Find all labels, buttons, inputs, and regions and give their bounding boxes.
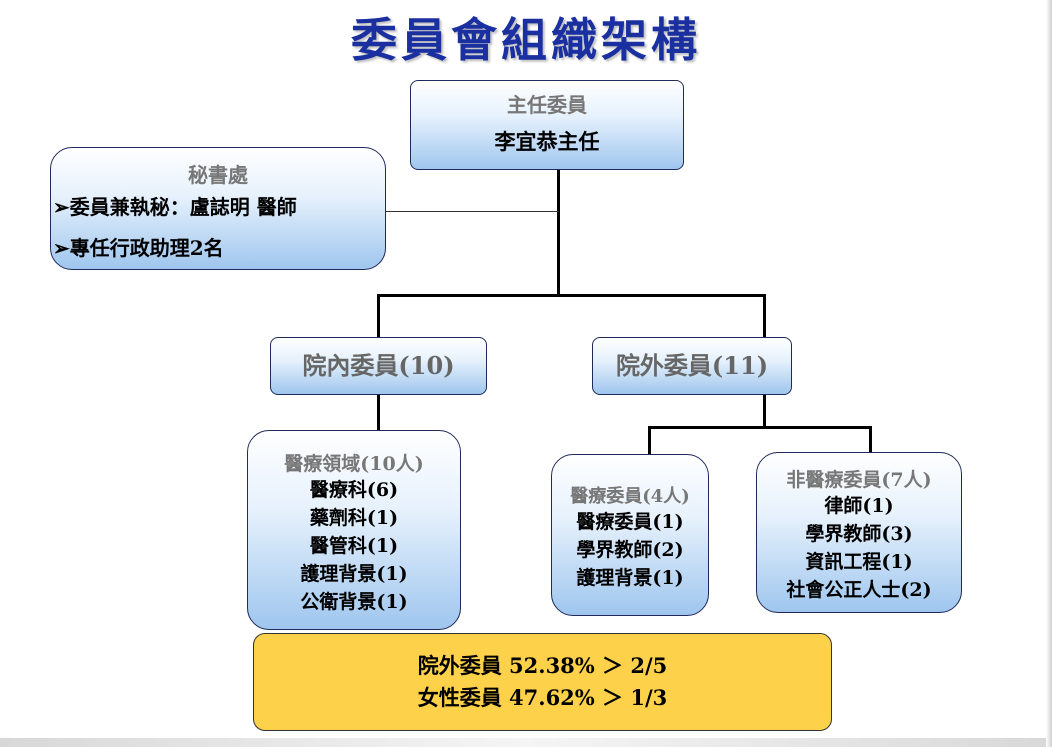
detail-row: 護理背景(1) [576, 567, 684, 589]
external-nonmedical-box: 非醫療委員(7人) 律師(1) 學界教師(3) 資訊工程(1) 社會公正人士(2… [756, 452, 962, 613]
internal-detail-rows: 醫療科(6) 藥劑科(1) 醫管科(1) 護理背景(1) 公衛背景(1) [248, 476, 460, 616]
secretariat-box: 秘書處 ➢委員兼執秘：盧誌明 醫師 ➢專任行政助理2名 [50, 147, 386, 270]
slide-bottom-edge [0, 738, 1052, 747]
detail-row: 公衛背景(1) [300, 591, 408, 613]
secretariat-item-text: 專任行政助理2名 [69, 236, 224, 260]
connector-medical-up [648, 426, 651, 454]
secretariat-item-text: 委員兼執秘：盧誌明 醫師 [69, 195, 297, 219]
internal-committee-box: 院內委員(10) [270, 337, 487, 395]
page-title: 委員會組織架構 [351, 13, 701, 67]
connector-horizontal-top [377, 294, 766, 297]
detail-row: 學界教師(3) [805, 523, 913, 545]
director-heading: 主任委員 [507, 93, 587, 117]
connector-internal-down [377, 395, 380, 430]
connector-external-up [763, 294, 766, 337]
external-nonmedical-rows: 律師(1) 學界教師(3) 資訊工程(1) 社會公正人士(2) [757, 492, 961, 604]
internal-detail-heading: 醫療領域(10人) [284, 453, 424, 475]
detail-row: 醫療科(6) [309, 479, 399, 501]
external-nonmedical-heading: 非醫療委員(7人) [786, 469, 932, 491]
external-committee-label: 院外委員(11) [615, 351, 769, 380]
summary-line: 女性委員 47.62% ＞ 1/3 [417, 685, 668, 710]
connector-director-down [557, 170, 560, 295]
secretariat-item: ➢專任行政助理2名 [51, 232, 385, 261]
slide-right-edge [1046, 0, 1052, 747]
arrow-icon: ➢ [53, 195, 70, 219]
secretariat-item: ➢委員兼執秘：盧誌明 醫師 [51, 191, 385, 220]
connector-horizontal-external [648, 426, 872, 429]
detail-row: 資訊工程(1) [805, 551, 913, 573]
arrow-icon: ➢ [53, 236, 70, 260]
director-name: 李宜恭主任 [494, 129, 600, 154]
detail-row: 社會公正人士(2) [786, 579, 932, 601]
connector-secretariat [385, 211, 559, 212]
detail-row: 護理背景(1) [300, 563, 408, 585]
summary-box: 院外委員 52.38% ＞ 2/5 女性委員 47.62% ＞ 1/3 [253, 633, 832, 731]
connector-internal-up [377, 294, 380, 337]
detail-row: 醫療委員(1) [576, 511, 684, 533]
detail-row: 藥劑科(1) [309, 507, 399, 529]
external-medical-heading: 醫療委員(4人) [570, 486, 690, 507]
detail-row: 學界教師(2) [576, 539, 684, 561]
summary-line: 院外委員 52.38% ＞ 2/5 [417, 653, 668, 678]
internal-detail-box: 醫療領域(10人) 醫療科(6) 藥劑科(1) 醫管科(1) 護理背景(1) 公… [247, 430, 461, 630]
external-medical-box: 醫療委員(4人) 醫療委員(1) 學界教師(2) 護理背景(1) [551, 454, 709, 616]
internal-committee-label: 院內委員(10) [302, 351, 455, 380]
secretariat-heading: 秘書處 [188, 163, 248, 187]
detail-row: 律師(1) [824, 495, 894, 517]
connector-nonmedical-up [869, 426, 872, 452]
connector-external-down [763, 395, 766, 428]
external-committee-box: 院外委員(11) [592, 337, 792, 395]
external-medical-rows: 醫療委員(1) 學界教師(2) 護理背景(1) [552, 508, 708, 592]
detail-row: 醫管科(1) [309, 535, 399, 557]
director-box: 主任委員 李宜恭主任 [410, 80, 684, 170]
